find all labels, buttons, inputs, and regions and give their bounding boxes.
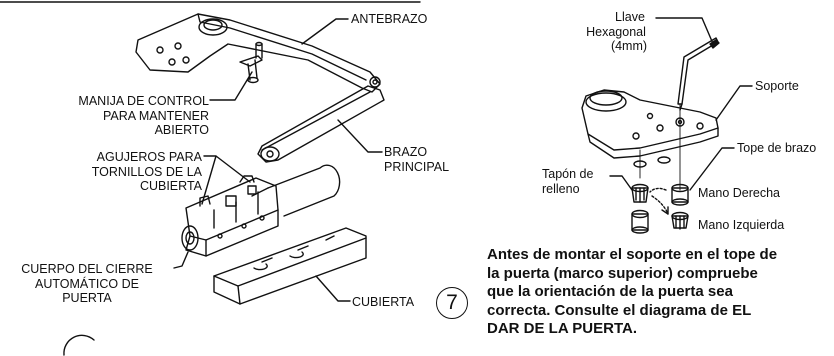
label-brazo-line2: PRINCIPAL — [384, 159, 450, 174]
closer-body-drawing — [181, 164, 341, 257]
leader-llave — [655, 17, 715, 47]
note-line2: la puerta (marco superior) compruebe — [487, 264, 758, 282]
label-llave-line1: Llave — [615, 10, 645, 24]
bracket-drawing — [581, 89, 719, 159]
note-line5: DAR DE LA PUERTA. — [487, 320, 637, 338]
label-antebrazo: ANTEBRAZO — [351, 12, 428, 26]
label-llave-line2: Hexagonal — [586, 24, 646, 39]
leader-soporte — [715, 85, 753, 121]
label-tope: Tope de brazo — [737, 141, 817, 155]
label-manija-line2: PARA MANTENER — [102, 108, 209, 123]
label-cuerpo-line3: PUERTA — [62, 291, 112, 305]
label-cuerpo-line1: CUERPO DEL CIERRE — [21, 262, 153, 276]
label-tapon-line2: relleno — [542, 181, 580, 196]
leader-tope — [689, 147, 735, 191]
label-cuerpo: CUERPO DEL CIERRE AUTOMÁTICO DE PUERTA — [2, 262, 172, 306]
step-number-badge: 7 — [436, 287, 468, 319]
note-line1: Antes de montar el soporte en el tope de — [487, 246, 778, 263]
label-mano-derecha: Mano Derecha — [698, 186, 780, 200]
note-line4: correcta. Consulte el diagrama de EL — [487, 301, 752, 319]
forearm-drawing — [135, 13, 381, 93]
label-llave-line3: (4mm) — [610, 39, 648, 53]
label-manija-line1: MANIJA DE CONTROL — [78, 94, 209, 108]
leader-brazo — [337, 119, 383, 153]
label-llave: Llave Hexagonal (4mm) — [578, 10, 654, 54]
label-tapon: Tapón de relleno — [542, 167, 593, 196]
label-brazo: BRAZO PRINCIPAL — [384, 145, 449, 174]
instruction-note: Antes de montar el soporte en el tope de… — [487, 246, 834, 339]
label-tapon-line1: Tapón de — [542, 167, 594, 181]
label-agujeros-line1: AGUJEROS PARA — [96, 150, 202, 164]
label-manija-line3: ABIERTO — [154, 123, 209, 137]
label-cuerpo-line2: AUTOMÁTICO DE — [35, 276, 139, 291]
label-cubierta: CUBIERTA — [352, 295, 415, 309]
hold-open-handle-drawing — [239, 41, 263, 84]
cover-drawing — [213, 227, 367, 305]
leader-tapon — [609, 175, 633, 191]
label-agujeros: AGUJEROS PARA TORNILLOS DE LA CUBIERTA — [20, 150, 202, 194]
label-mano-izquierda: Mano Izquierda — [698, 218, 785, 232]
leader-cubierta — [315, 275, 351, 302]
leader-manija — [209, 71, 253, 101]
label-manija: MANIJA DE CONTROL PARA MANTENER ABIERTO — [20, 94, 209, 138]
leader-cuerpo — [173, 251, 189, 269]
label-agujeros-line2: TORNILLOS DE LA — [91, 164, 202, 179]
label-agujeros-line3: CUBIERTA — [139, 179, 202, 193]
label-brazo-line1: BRAZO — [384, 145, 428, 159]
note-line3: que la orientación de la puerta sea — [487, 283, 733, 301]
hex-key-drawing — [677, 37, 720, 111]
plugs-drawing — [631, 103, 689, 234]
label-soporte: Soporte — [755, 79, 799, 93]
leader-antebrazo — [301, 18, 349, 45]
leader-agujeros — [201, 155, 251, 205]
main-arm-drawing — [257, 85, 385, 163]
circle-fragment — [63, 334, 95, 356]
